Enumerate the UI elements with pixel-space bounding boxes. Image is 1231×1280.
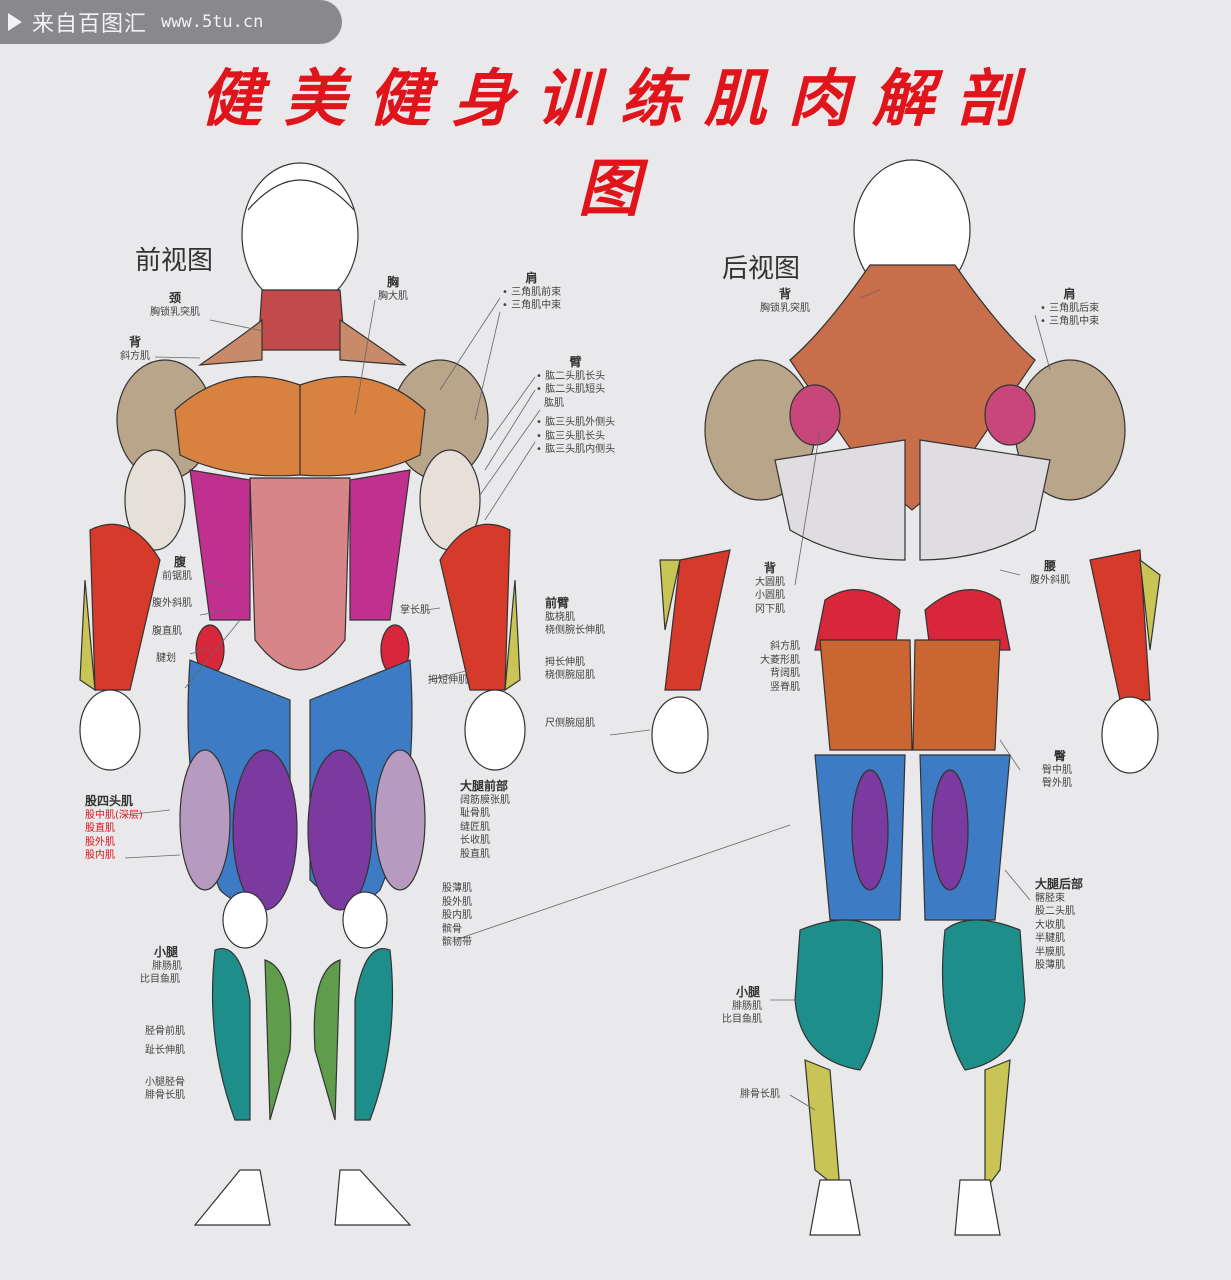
label-back-trunk: 斜方肌 大菱形肌 背阔肌 竖脊肌 <box>760 641 800 693</box>
label-back-waist: 腰 腹外斜肌 <box>1030 559 1070 586</box>
play-icon <box>8 13 22 31</box>
label-group-abdomen: 腹 前锯肌 腹外斜肌 腹直肌 腱划 <box>152 555 192 664</box>
watermark-url[interactable]: www.5tu.cn <box>161 12 264 32</box>
label-group-quadriceps: 股四头肌 股中肌(深层) 股直肌 股外肌 股内肌 <box>85 794 143 861</box>
front-view-heading: 前视图 <box>135 246 214 276</box>
label-back-lower: 背 大圆肌 小圆肌 冈下肌 <box>755 561 785 615</box>
label-group-forearm: 前臂 肱桡肌 桡侧腕长伸肌 拇长伸肌 桡侧腕屈肌 尺侧腕屈肌 <box>545 596 605 729</box>
label-group-thigh-front: 大腿前部 阔筋膜张肌 耻骨肌 缝匠肌 长收肌 股直肌 <box>460 779 510 860</box>
label-group-knee: 股薄肌 股外肌 股内肌 髌骨 髌韧带 <box>442 883 472 948</box>
label-palmaris: 掌长肌 <box>400 605 430 616</box>
label-group-neck: 颈 胸锁乳突肌 <box>150 291 200 318</box>
label-back-shoulder: 肩 • 三角肌后束 • 三角肌中束 <box>1040 287 1100 327</box>
label-group-arm: 臂 • 肱二头肌长头 • 肱二头肌短头 肱肌 • 肱三头肌外侧头 • 肱三头肌长… <box>536 355 616 455</box>
watermark-site-name: 来自百图汇 <box>32 12 148 37</box>
label-group-back: 背 斜方肌 <box>120 335 150 362</box>
label-group-calf-front: 小腿 腓肠肌 比目鱼肌 胫骨前肌 趾长伸肌 小腿胫骨 腓骨长肌 <box>140 945 185 1101</box>
back-figure <box>651 159 1161 1236</box>
leader-lines <box>124 289 1051 1111</box>
label-ext-pollicis-brevis: 拇短伸肌 <box>428 675 468 686</box>
label-group-chest: 胸 胸大肌 <box>378 275 408 302</box>
label-back-fibula: 腓骨长肌 <box>740 1089 780 1100</box>
page-title: 健美健身训练肌肉解剖图 <box>199 62 1040 225</box>
label-back-thigh: 大腿后部 髂胫束 股二头肌 大收肌 半腱肌 半膜肌 股薄肌 <box>1035 877 1084 971</box>
label-back-glute: 臀 臀中肌 臀外肌 <box>1042 749 1072 789</box>
front-figure <box>79 162 526 1226</box>
label-back-upper: 背 胸锁乳突肌 <box>760 287 810 314</box>
back-view-heading: 后视图 <box>722 254 801 284</box>
label-back-calf: 小腿 腓肠肌 比目鱼肌 <box>722 985 762 1025</box>
label-group-shoulder: 肩 • 三角肌前束 • 三角肌中束 <box>502 271 562 311</box>
watermark-banner[interactable]: 来自百图汇 www.5tu.cn <box>0 0 342 44</box>
